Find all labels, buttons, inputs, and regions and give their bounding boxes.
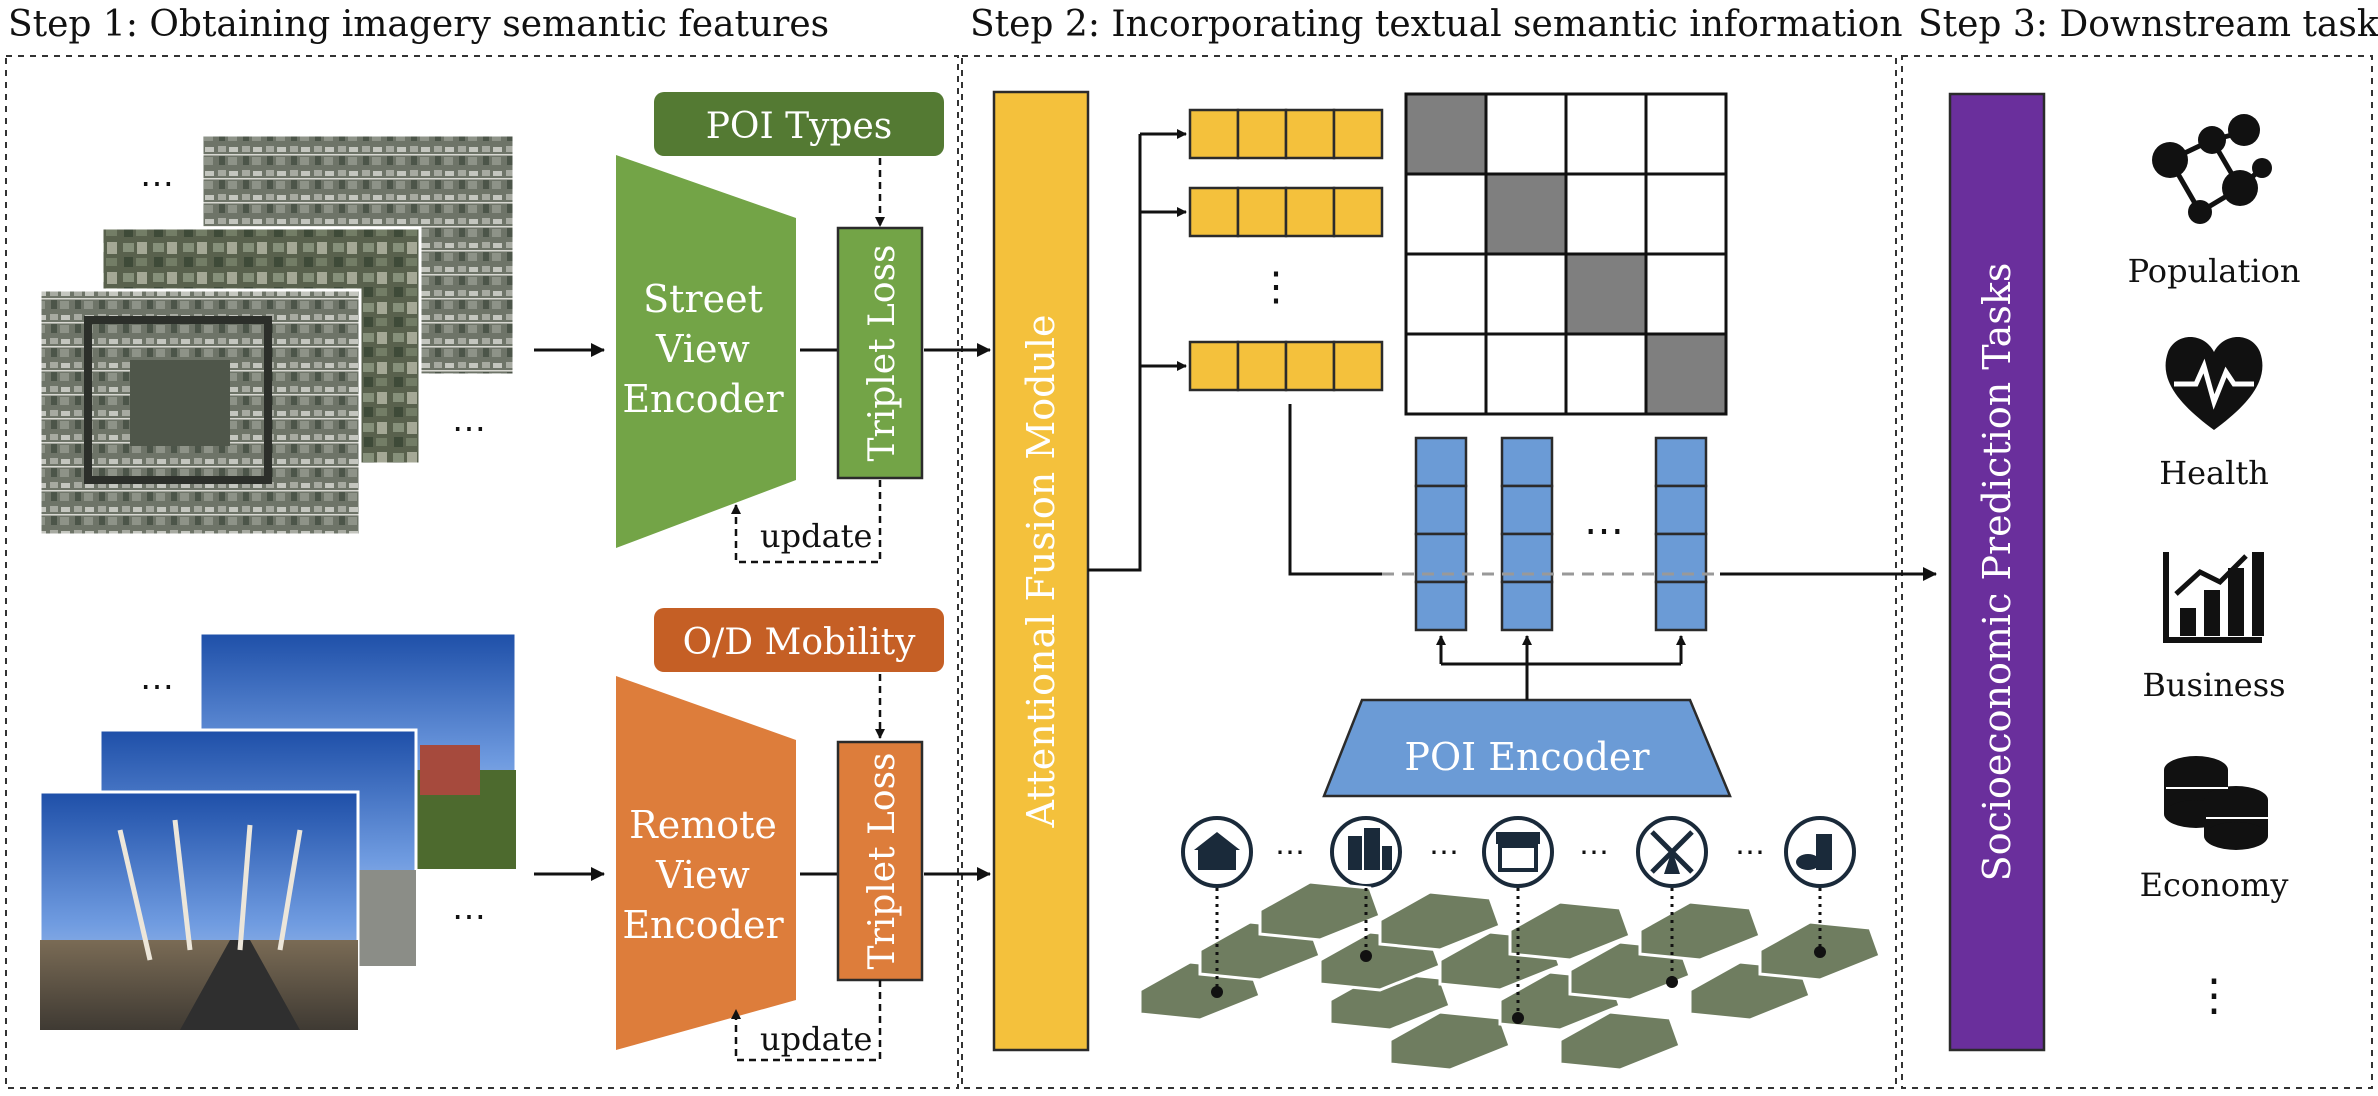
update-loop-lower (731, 980, 882, 1062)
street-view-image-stack: ⋯ ⋯ (38, 631, 518, 1032)
poi-ellipsis-1: ⋯ (1275, 835, 1305, 870)
population-icon (2152, 114, 2272, 224)
poi-encoder-label: POI Encoder (1404, 735, 1650, 779)
poi-food-icon (1784, 816, 1856, 888)
business-icon (2163, 552, 2264, 643)
similarity-matrix (1404, 92, 1728, 416)
tasks-ellipsis: ⋮ (2192, 970, 2236, 1021)
svg-text:⋯: ⋯ (140, 667, 174, 707)
poi-encoder-outputs (1441, 662, 1681, 700)
socioeconomic-prediction-label: Socioeconomic Prediction Tasks (1975, 263, 2019, 882)
poi-pins (1211, 888, 1826, 1024)
poi-shop-icon (1482, 816, 1554, 888)
poi-windmill-icon (1636, 816, 1708, 888)
poi-school-icon (1181, 816, 1253, 888)
yellow-vector-2 (1188, 186, 1384, 238)
task-population: Population (2128, 252, 2301, 290)
street-view-encoder-label-2: View (655, 327, 750, 371)
od-mobility-tag (654, 608, 944, 672)
task-economy: Economy (2140, 866, 2289, 904)
poi-encoder-block (1322, 698, 1732, 798)
attentional-fusion-module (992, 90, 1090, 1052)
update-loop-upper (731, 480, 882, 564)
satellite-image-stack: ⋯ ⋯ (38, 133, 516, 537)
yellow-vector-3 (1188, 340, 1384, 392)
street-view-encoder-label-1: Street (643, 277, 763, 321)
blue-vector-ellipsis: ⋯ (1584, 508, 1624, 554)
step2-title: Step 2: Incorporating textual semantic i… (970, 4, 1903, 45)
update-upper-label: update (760, 517, 872, 555)
triplet-loss-upper-label: Triplet Loss (862, 244, 903, 461)
street-view-encoder-block (616, 155, 796, 548)
svg-text:⋯: ⋯ (452, 897, 486, 937)
remote-view-encoder-label-1: Remote (629, 803, 777, 847)
yellow-vector-1 (1188, 108, 1384, 160)
poi-buildings-icon (1330, 816, 1402, 888)
triplet-loss-upper-block (836, 226, 924, 480)
yellow-to-output-line (1288, 404, 1382, 576)
poi-ellipsis-3: ⋯ (1579, 835, 1609, 870)
step1-title: Step 1: Obtaining imagery semantic featu… (8, 4, 829, 45)
triplet-loss-lower-block (836, 740, 924, 982)
step1-frame (5, 55, 959, 1089)
hexagon-city-map (1138, 880, 1882, 1072)
od-mobility-label: O/D Mobility (683, 622, 917, 663)
socioeconomic-prediction-block (1948, 92, 2046, 1052)
update-lower-label: update (760, 1020, 872, 1058)
svg-text:⋯: ⋯ (452, 409, 486, 449)
task-business: Business (2142, 666, 2285, 704)
task-health: Health (2159, 454, 2269, 492)
poi-types-tag (654, 92, 944, 156)
poi-types-label: POI Types (706, 106, 893, 147)
blue-vector-2 (1500, 436, 1554, 632)
step3-title: Step 3: Downstream tasks (1918, 4, 2378, 45)
step3-frame (1901, 55, 2373, 1089)
poi-ellipsis-2: ⋯ (1429, 835, 1459, 870)
poi-ellipsis-4: ⋯ (1735, 835, 1765, 870)
street-view-encoder-label-3: Encoder (622, 377, 784, 421)
triplet-loss-lower-label: Triplet Loss (862, 752, 903, 969)
fusion-output-lines (1088, 134, 1142, 572)
attentional-fusion-label: Attentional Fusion Module (1019, 314, 1063, 828)
health-icon (2165, 337, 2263, 430)
economy-icon (2164, 756, 2268, 850)
remote-view-encoder-block (616, 676, 796, 1050)
blue-vector-3 (1654, 436, 1708, 632)
remote-view-encoder-label-2: View (655, 853, 750, 897)
svg-text:⋯: ⋯ (140, 164, 174, 204)
vector-ellipsis: ⋮ (1256, 264, 1296, 310)
remote-view-encoder-label-3: Encoder (622, 903, 784, 947)
blue-vector-1 (1414, 436, 1468, 632)
